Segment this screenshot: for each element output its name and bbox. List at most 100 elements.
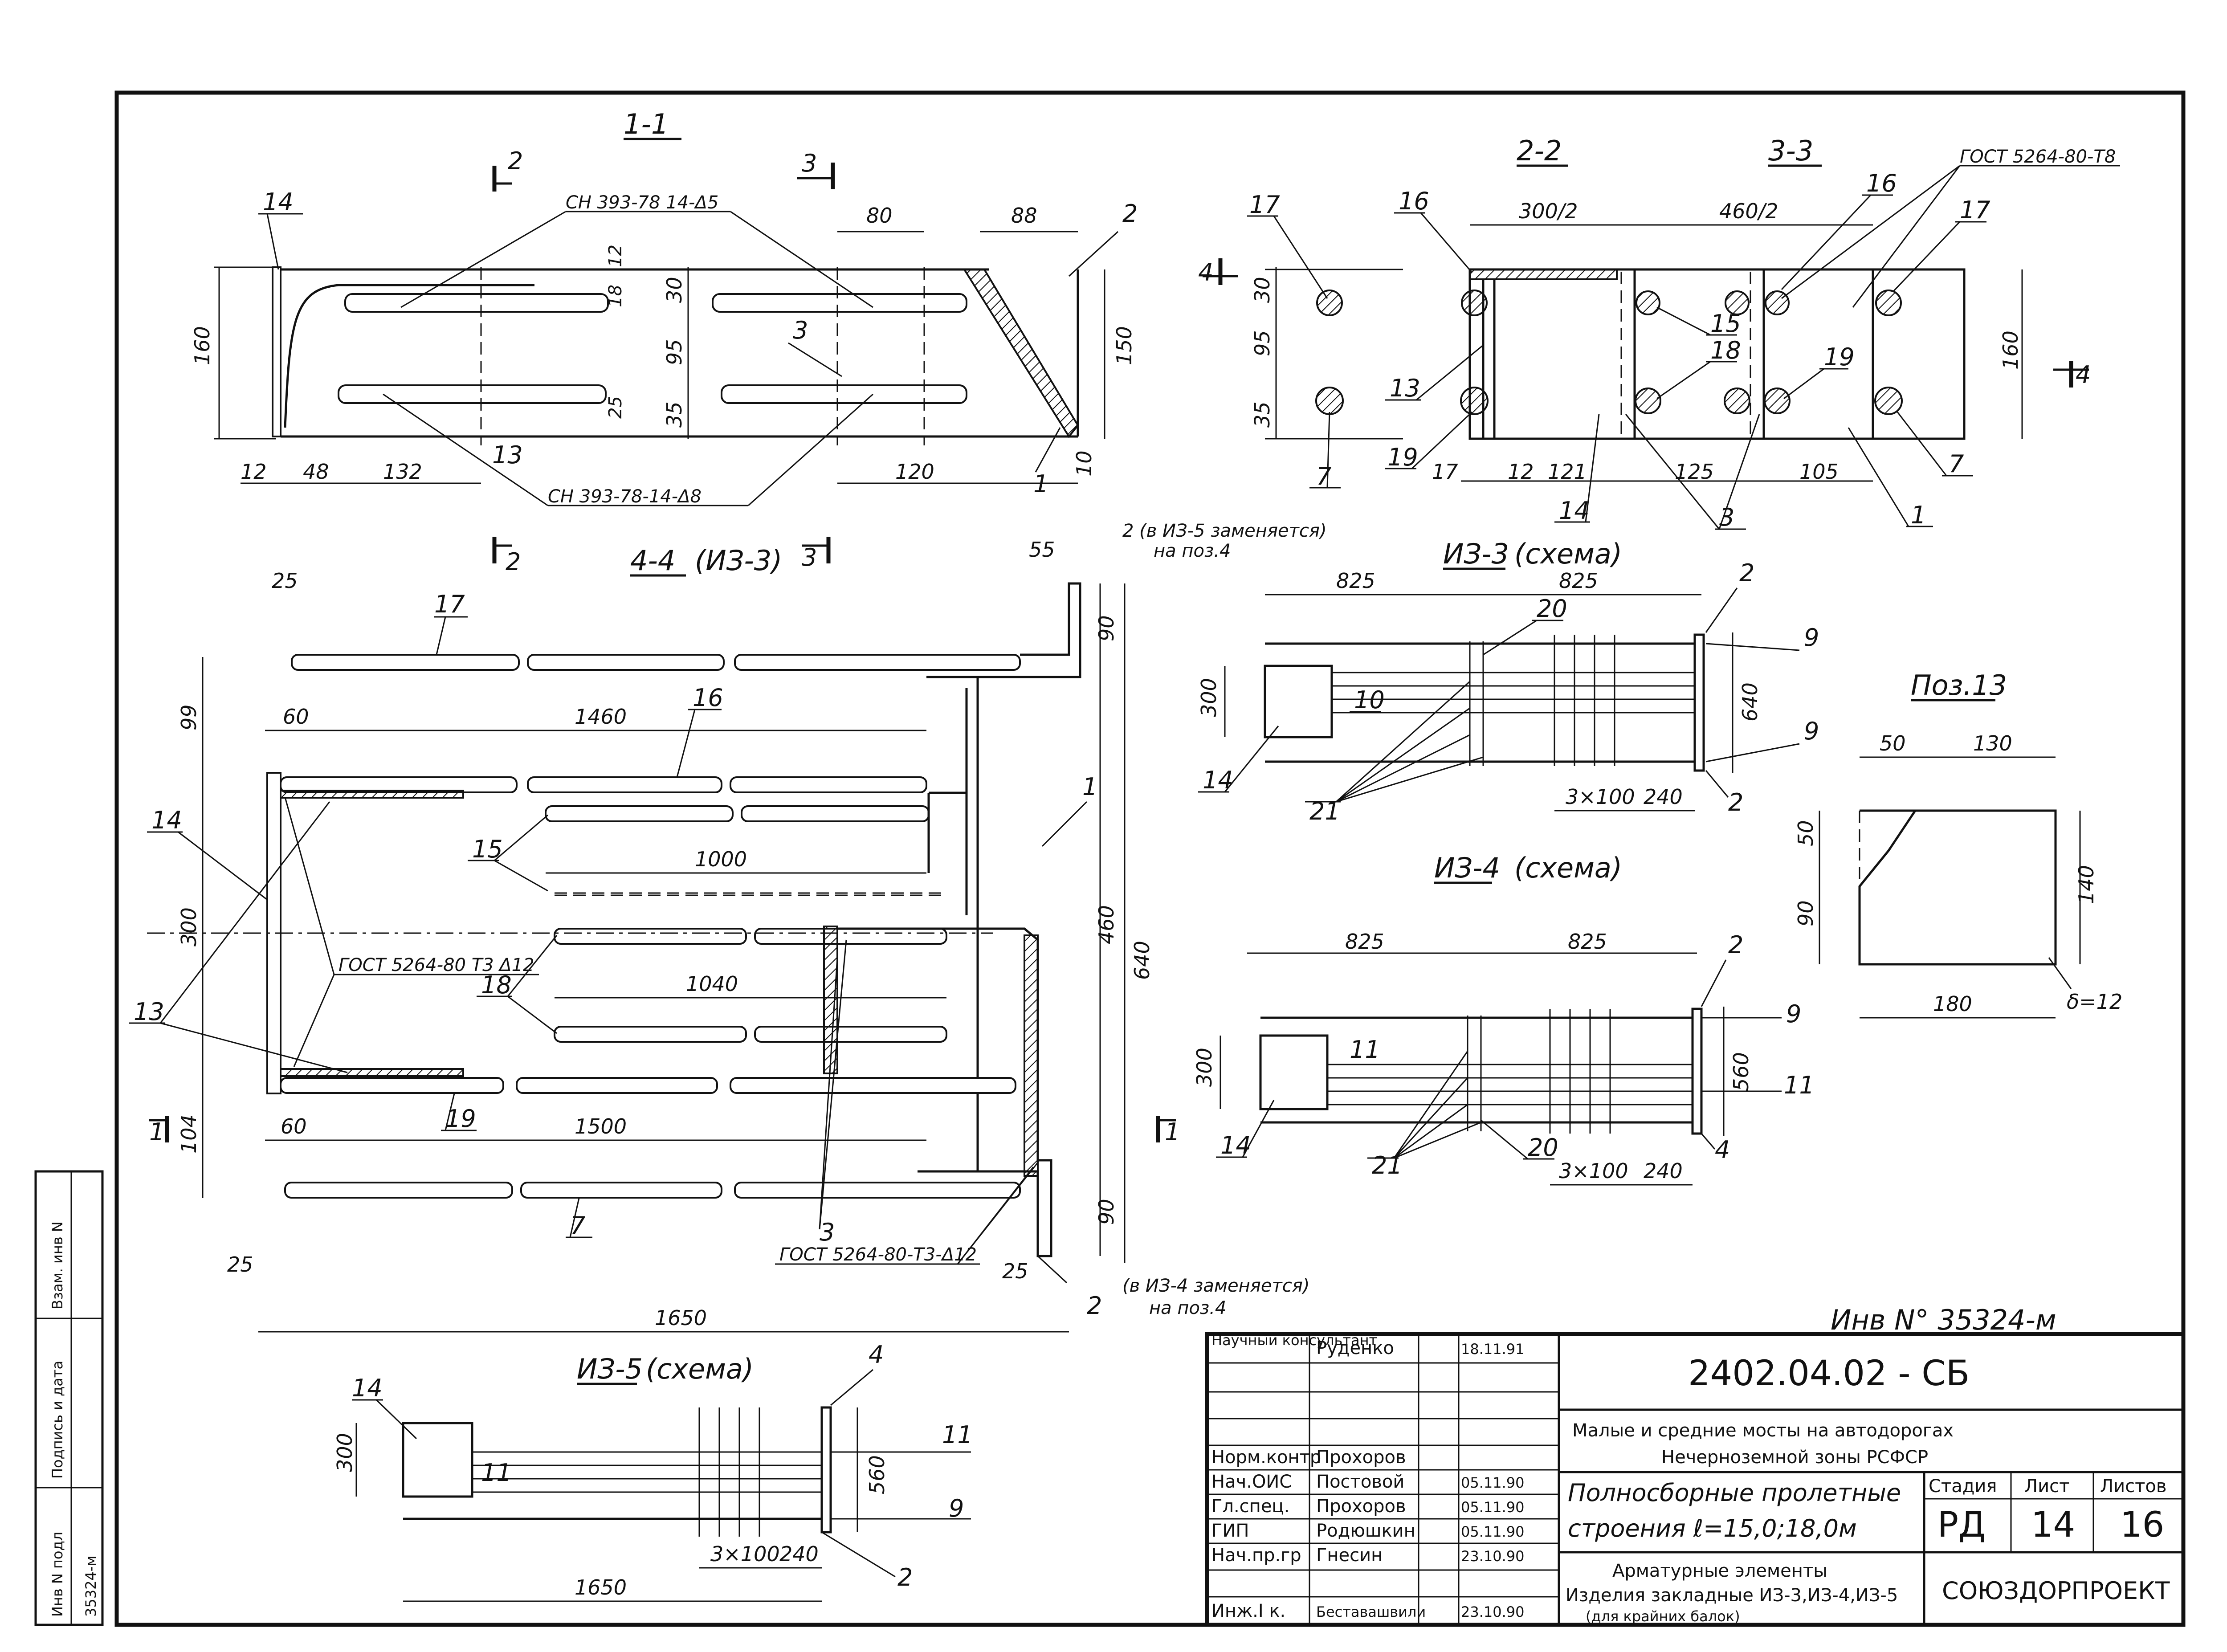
dim-80: 80 (866, 204, 893, 228)
dim-460-2: 460/2 (1719, 199, 1778, 223)
cut-label-1-left: 1 (149, 1118, 164, 1146)
dim-300-a: 300 (177, 907, 201, 946)
dim-560-a: 560 (1729, 1052, 1753, 1091)
pos-13-label-a: 13 (492, 441, 523, 469)
tb-date-4: 05.11.90 (1461, 1474, 1525, 1491)
dim-105: 105 (1799, 460, 1839, 484)
pos-2-label-f: 2 (1728, 931, 1743, 959)
scheme-iz3-note: (схема) (1514, 538, 1622, 570)
pos-13-label-b: 13 (1390, 374, 1420, 402)
dim-140: 140 (2074, 865, 2098, 904)
pos-2-label-g: 2 (897, 1563, 913, 1591)
cut-label-4-right: 4 (2076, 361, 2091, 389)
pos-14-label-a: 14 (263, 188, 294, 216)
detail-poz13: Поз.13 50 130 50 90 140 180 δ=12 (1794, 669, 2122, 1019)
pos-9-label-c: 9 (1786, 1000, 1801, 1028)
note-replace-iz4: (в ИЗ-4 заменяется) (1122, 1276, 1309, 1296)
tb-date-9: 23.10.90 (1461, 1603, 1525, 1620)
section-1-1: 1-1 2 3 160 150 (190, 108, 1138, 576)
pos-19-label-a: 19 (1387, 443, 1418, 471)
pos-4-label-a: 4 (1715, 1136, 1730, 1164)
section-4-4-title: 4-4 (630, 544, 675, 577)
dim-35-b: 35 (1250, 401, 1274, 428)
dim-90-b: 90 (1094, 1199, 1118, 1225)
side-inv-orig: Инв N подл (49, 1532, 66, 1617)
dim-825-b: 825 (1559, 569, 1598, 593)
note-replace-iz5: 2 (в ИЗ-5 заменяется) (1122, 521, 1327, 541)
dim-60-b: 60 (281, 1114, 307, 1138)
pos-1-label-a: 1 (1033, 470, 1048, 498)
pos-13-label-c: 13 (134, 998, 164, 1026)
inventory-stamp: Инв N° 35324-м (1831, 1304, 2056, 1336)
dim-300-d: 300 (333, 1433, 357, 1472)
tb-sheet: 14 (2031, 1505, 2075, 1545)
tb-project-1: Малые и средние мосты на автодорогах (1572, 1420, 1954, 1441)
tb-stage: РД (1937, 1505, 1986, 1545)
dim-460: 460 (1094, 905, 1118, 944)
scheme-iz5-title: ИЗ-5 (577, 1353, 643, 1385)
section-4-4-note: (ИЗ-3) (695, 544, 782, 577)
cut-label-3-bottom: 3 (802, 543, 817, 571)
pos-1-label-b: 1 (1911, 501, 1926, 529)
dim-240-a: 240 (1644, 785, 1683, 809)
pos-7-label-b: 7 (1949, 450, 1964, 478)
section-3-3-title: 3-3 (1768, 135, 1813, 167)
pos-9-label-d: 9 (949, 1494, 964, 1522)
note-sn-d8: СН 393-78-14-Δ8 (548, 486, 702, 507)
dim-640: 640 (1130, 941, 1154, 980)
tb-role-9: Инж.I к. (1211, 1601, 1285, 1621)
dim-95-a: 95 (662, 339, 686, 365)
tb-sheets: 16 (2120, 1505, 2164, 1545)
detail-poz13-title: Поз.13 (1911, 669, 2007, 702)
pos-16-label-b: 16 (1866, 169, 1897, 197)
tb-date-5: 05.11.90 (1461, 1499, 1525, 1516)
dim-95-b: 95 (1250, 330, 1274, 356)
side-inv-repl: Взам. инв N (49, 1221, 66, 1309)
side-inv-orig-val: 35324-м (82, 1556, 99, 1617)
cut-label-2-top: 2 (508, 147, 523, 175)
dim-12-c: 12 (1508, 460, 1534, 484)
pos-17-label-a: 17 (1249, 191, 1280, 219)
scheme-iz3: ИЗ-3 (схема) 825 825 300 640 3×100 240 2… (1197, 538, 1819, 825)
tb-date-7: 23.10.90 (1461, 1548, 1525, 1565)
pos-11-label-a: 11 (1784, 1071, 1815, 1099)
tb-sheet-header: Лист (2024, 1476, 2069, 1497)
dim-12-b: 12 (605, 245, 626, 267)
pos-14-label-e: 14 (1220, 1131, 1251, 1159)
cut-label-1-right: 1 (1165, 1118, 1180, 1146)
cut-label-2-bottom: 2 (506, 548, 521, 576)
dim-1650-a: 1650 (655, 1306, 707, 1330)
pos-14-label-b: 14 (1559, 497, 1590, 525)
tb-role-3: Норм.контр (1211, 1447, 1321, 1468)
dim-3x100-c: 3×100 (710, 1542, 780, 1566)
dim-60-a: 60 (283, 705, 309, 729)
dim-25-d: 25 (1002, 1259, 1028, 1283)
scheme-iz4: ИЗ-4 (схема) 825 825 300 560 3×100 240 2… (1192, 852, 1815, 1186)
tb-role-6: ГИП (1211, 1521, 1249, 1541)
tb-stage-header: Стадия (1929, 1476, 1997, 1497)
scheme-iz4-note: (схема) (1514, 852, 1622, 884)
pos-17-label-c: 17 (434, 590, 465, 618)
tb-name-5: Прохоров (1316, 1496, 1406, 1517)
side-stamp: Инв N подл 35324-м Подпись и дата Взам. … (34, 1170, 104, 1626)
dim-300-2: 300/2 (1519, 199, 1578, 223)
tb-doc-1: Арматурные элементы (1612, 1561, 1827, 1581)
dim-25-c: 25 (227, 1252, 253, 1277)
pos-14-label-c: 14 (151, 806, 182, 834)
section-1-1-title: 1-1 (624, 108, 669, 140)
scheme-iz5-note: (схема) (646, 1353, 754, 1385)
pos-2-label-e: 2 (1728, 788, 1743, 816)
section-4-4: 4-4 (ИЗ-3) 2 (в ИЗ-5 заменяется) на поз.… (129, 521, 1327, 1333)
pos-11-label-d: 11 (942, 1421, 973, 1449)
tb-part-1: Полносборные пролетные (1568, 1479, 1901, 1507)
dim-560-b: 560 (865, 1455, 889, 1494)
note-gost-t3-mid: ГОСТ 5264-80 Т3 Δ12 (339, 955, 534, 975)
dim-1500: 1500 (575, 1114, 627, 1138)
dim-180: 180 (1933, 992, 1972, 1016)
pos-2-label-a: 2 (1122, 200, 1138, 228)
tb-organization: СОЮЗДОРПРОЕКТ (1942, 1577, 2170, 1605)
dim-125: 125 (1675, 460, 1714, 484)
dim-825-d: 825 (1568, 930, 1607, 954)
pos-14-label-d: 14 (1203, 766, 1233, 794)
dim-1650-b: 1650 (575, 1575, 627, 1599)
